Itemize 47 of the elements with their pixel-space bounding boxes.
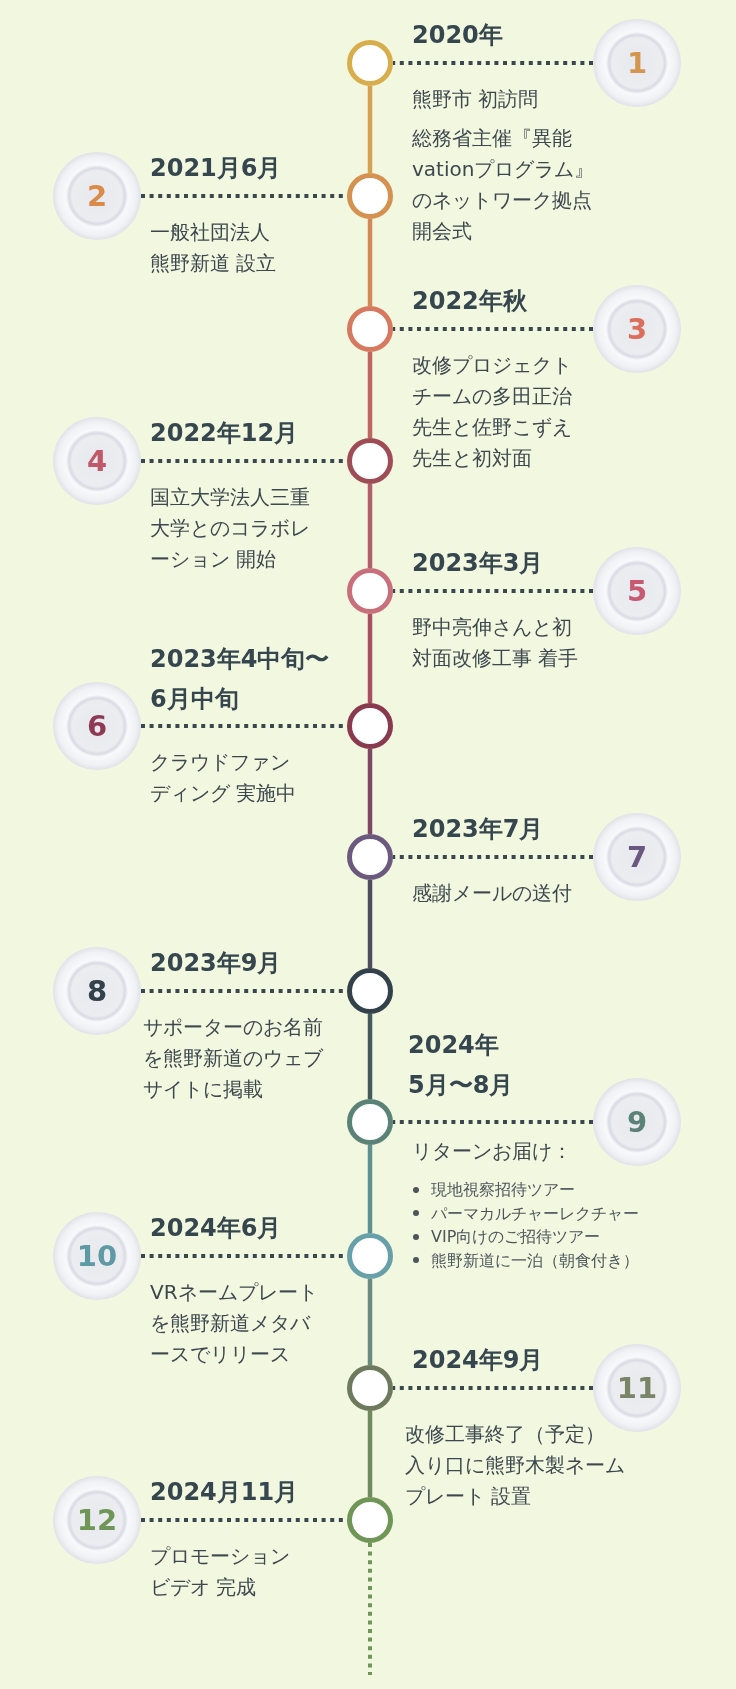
event-description: 改修プロジェクトチームの多田正治先生と佐野こずえ先生と初対面 — [412, 352, 573, 472]
event-description: 入り口に熊野木製ネームプレート 設置 — [405, 1452, 626, 1510]
event-description: VRネームプレートを熊野新道メタバースでリリース — [150, 1279, 319, 1368]
date-label: 2023年7月 — [412, 814, 544, 845]
date-label: 2024年5月〜8月 — [408, 1030, 515, 1101]
event-description: 熊野市 初訪問 — [412, 86, 539, 113]
date-label: 2021月6月 — [150, 153, 282, 184]
timeline-line — [367, 352, 373, 438]
list-item: 熊野新道に一泊（朝食付き） — [431, 1249, 639, 1272]
timeline-line — [367, 749, 373, 834]
date-label: 2022年12月 — [150, 418, 299, 449]
timeline-line — [367, 880, 373, 968]
timeline-line — [367, 1014, 373, 1099]
timeline-line — [367, 484, 373, 568]
timeline-line — [367, 614, 373, 703]
dotted-line — [393, 855, 593, 859]
event-description: 一般社団法人熊野新道 設立 — [150, 219, 278, 277]
event-description: リターンお届け： — [412, 1138, 572, 1165]
event-description: サポーターのお名前を熊野新道のウェブサイトに掲載 — [143, 1014, 324, 1103]
event-description: 国立大学法人三重大学とのコラボレーション 開始 — [150, 484, 311, 573]
date-label: 2023年3月 — [412, 548, 544, 579]
timeline-line — [367, 219, 373, 306]
dotted-line — [393, 1386, 593, 1390]
timeline-line — [367, 1279, 373, 1365]
dotted-line — [393, 589, 593, 593]
date-label: 2022年秋 — [412, 286, 527, 317]
timeline-line — [367, 86, 373, 173]
event-description: プロモーションビデオ 完成 — [150, 1543, 291, 1601]
date-label: 2020年 — [412, 20, 503, 51]
event-description: 総務省主催『異能vationプログラム』のネットワーク拠点開会式 — [412, 125, 596, 245]
timeline-line — [367, 1411, 373, 1497]
list-item: パーマカルチャーレクチャー — [431, 1202, 639, 1225]
timeline-line — [367, 1145, 373, 1233]
date-label: 2024年9月 — [412, 1345, 544, 1376]
date-label: 2023年9月 — [150, 948, 282, 979]
event-description: 野中亮伸さんと初対面改修工事 着手 — [412, 614, 580, 672]
dotted-line — [368, 1543, 372, 1675]
list-item: 現地視察招待ツアー — [431, 1179, 575, 1201]
date-label: 2024年6月 — [150, 1213, 282, 1244]
dotted-line — [393, 1120, 593, 1124]
event-description: 感謝メールの送付 — [412, 880, 572, 907]
list-item: VIP向けのご招待ツアー — [431, 1226, 601, 1248]
dotted-line — [393, 61, 593, 65]
date-label: 2024月11月 — [150, 1477, 299, 1508]
dotted-line — [393, 327, 593, 331]
date-label: 2023年4中旬〜6月中旬 — [150, 644, 331, 715]
event-description: クラウドファンディング 実施中 — [150, 749, 298, 807]
